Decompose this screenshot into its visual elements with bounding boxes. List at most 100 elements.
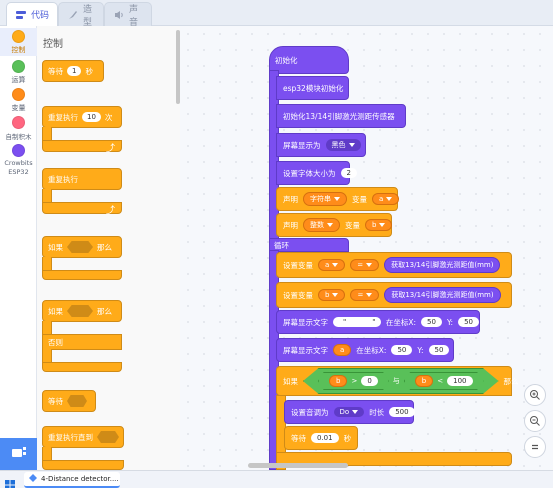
repeat-arrow-icon: ⤴ xyxy=(105,144,115,154)
boolean-slot[interactable] xyxy=(67,241,93,253)
if-block[interactable]: 如果 b > 0 与 b < 100 那么 xyxy=(276,366,519,396)
set-var-b-block[interactable]: 设置变量 b = 获取13/14引脚激光测距值(mm) xyxy=(276,282,512,308)
set-b-var-dropdown[interactable]: b xyxy=(318,289,346,301)
palette-wait-block[interactable]: 等待 1 秒 xyxy=(42,60,104,82)
script-wait-value[interactable]: 0.01 xyxy=(311,433,339,443)
if-else-then-label: 那么 xyxy=(97,306,112,316)
display-var-a[interactable]: a xyxy=(333,344,352,356)
display-text-y[interactable]: 50 xyxy=(458,317,479,327)
boolean-slot[interactable] xyxy=(67,395,87,407)
distance-reporter-b[interactable]: 获取13/14引脚激光测距值(mm) xyxy=(384,287,501,303)
script-wait-label: 等待 xyxy=(291,433,306,443)
loop-label: 循环 xyxy=(274,240,289,250)
display-var-at-label: 在坐标X: xyxy=(356,345,387,355)
category-my-blocks[interactable]: 自制积木 xyxy=(0,114,37,141)
tab-costumes[interactable]: 造型 xyxy=(58,2,104,28)
declare-b-block[interactable]: 声明 整数 变量 b xyxy=(276,213,393,237)
palette-forever-block[interactable]: 重复执行 xyxy=(42,168,122,190)
boolean-slot[interactable] xyxy=(97,431,119,443)
chevron-down-icon xyxy=(386,197,393,201)
display-var-y[interactable]: 50 xyxy=(428,345,450,355)
set-b-op-dropdown[interactable]: = xyxy=(350,289,380,301)
greater-than-operator[interactable]: b > 0 xyxy=(318,372,389,390)
category-variables-label: 变量 xyxy=(11,104,26,112)
set-tone-block[interactable]: 设置音调为 Do 时长 500 xyxy=(284,400,415,424)
set-a-var-dropdown[interactable]: a xyxy=(318,259,346,271)
palette-scrollbar[interactable] xyxy=(176,30,180,104)
category-crowbits-esp32[interactable]: Crowbits ESP32 xyxy=(0,142,37,176)
type-dropdown-b[interactable]: 整数 xyxy=(303,218,340,232)
if-else-c-arm-2 xyxy=(42,349,52,363)
set-var-a-block[interactable]: 设置变量 a = 获取13/14引脚激光测距值(mm) xyxy=(276,252,512,278)
palette-wait-until-block[interactable]: 等待 xyxy=(42,390,96,412)
color-dropdown[interactable]: 黑色 xyxy=(325,139,361,151)
compare-left-value[interactable]: 0 xyxy=(361,376,378,386)
add-extension-button[interactable] xyxy=(0,438,37,470)
palette-repeat-block[interactable]: 重复执行 10 次 xyxy=(42,106,122,128)
display-text-block[interactable]: 屏幕显示文字 "" 在坐标X: 50 Y: 50 xyxy=(276,310,480,334)
sensor-init-block[interactable]: 初始化13/14引脚激光测距传感器 xyxy=(276,104,406,128)
font-size-block[interactable]: 设置字体大小为 2 xyxy=(276,161,357,185)
compare-right-var[interactable]: b xyxy=(414,375,434,387)
var-dropdown-b[interactable]: b xyxy=(365,219,393,231)
palette-if-else-block[interactable]: 如果 那么 xyxy=(42,300,122,322)
if-else-if-label: 如果 xyxy=(48,306,63,316)
and-operator[interactable]: b > 0 与 b < 100 xyxy=(303,368,499,394)
chevron-down-icon xyxy=(334,197,340,201)
tab-sounds[interactable]: 声音 xyxy=(104,2,152,28)
note-dropdown[interactable]: Do xyxy=(333,407,365,417)
forever-label: 重复执行 xyxy=(48,174,78,184)
script-hat-block[interactable]: 初始化 xyxy=(269,46,349,74)
if-c-bottom xyxy=(42,270,122,280)
font-size-value[interactable]: 2 xyxy=(340,168,357,178)
category-variables[interactable]: 变量 xyxy=(0,86,37,112)
chevron-down-icon xyxy=(348,143,355,147)
palette-if-then-block[interactable]: 如果 那么 xyxy=(42,236,122,258)
workspace-horizontal-scrollbar[interactable] xyxy=(248,463,348,468)
screen-color-block[interactable]: 屏幕显示为 黑色 xyxy=(276,133,366,157)
display-var-x[interactable]: 50 xyxy=(391,345,413,355)
var-dropdown-a[interactable]: a xyxy=(372,193,400,205)
display-var-block[interactable]: 屏幕显示文字 a 在坐标X: 50 Y: 50 xyxy=(276,338,454,362)
zoom-in-button[interactable] xyxy=(524,384,546,406)
esp32-init-block[interactable]: esp32模块初始化 xyxy=(276,76,349,100)
zoom-out-icon xyxy=(529,412,541,431)
then-label: 那么 xyxy=(97,242,112,252)
set-a-op-dropdown[interactable]: = xyxy=(350,259,380,271)
compare-left-var[interactable]: b xyxy=(329,375,348,387)
wait-value[interactable]: 1 xyxy=(67,66,82,76)
palette-repeat-until-block[interactable]: 重复执行直到 xyxy=(42,426,124,448)
zoom-reset-button[interactable] xyxy=(524,436,546,458)
category-control[interactable]: 控制 xyxy=(0,28,37,56)
windows-start-icon[interactable] xyxy=(5,475,15,488)
tab-code[interactable]: 代码 xyxy=(6,2,58,26)
code-workspace[interactable]: 初始化 esp32模块初始化 初始化13/14引脚激光测距传感器 屏幕显示为 黑… xyxy=(180,26,553,470)
palette-title: 控制 xyxy=(43,39,63,50)
type-dropdown-a[interactable]: 字符串 xyxy=(303,192,347,206)
os-taskbar: 4-Distance detector.... xyxy=(0,470,553,488)
zoom-out-button[interactable] xyxy=(524,410,546,432)
display-text-label: 屏幕显示文字 xyxy=(283,317,328,327)
chevron-down-icon xyxy=(366,263,373,267)
boolean-slot[interactable] xyxy=(67,305,93,317)
repeat-value[interactable]: 10 xyxy=(82,112,101,122)
repeat-unit: 次 xyxy=(104,112,113,122)
compare-right-value[interactable]: 100 xyxy=(447,376,473,386)
distance-reporter-a[interactable]: 获取13/14引脚激光测距值(mm) xyxy=(384,257,501,273)
app-icon xyxy=(28,473,38,485)
taskbar-app-button[interactable]: 4-Distance detector.... xyxy=(24,472,120,488)
duration-value[interactable]: 500 xyxy=(389,407,415,417)
forever-c-bottom: ⤴ xyxy=(42,202,122,216)
declare-a-block[interactable]: 声明 字符串 变量 a xyxy=(276,187,400,211)
greater-than-symbol: > xyxy=(351,377,358,385)
display-text-field[interactable]: "" xyxy=(333,317,381,327)
less-than-operator[interactable]: b < 100 xyxy=(403,372,484,390)
loop-block[interactable]: 循环 xyxy=(269,238,349,252)
chevron-down-icon xyxy=(327,223,333,227)
script-wait-block[interactable]: 等待 0.01 秒 xyxy=(284,426,358,450)
script-wait-unit: 秒 xyxy=(343,433,352,443)
category-operators[interactable]: 运算 xyxy=(0,58,37,84)
declare-a-var-label: 变量 xyxy=(352,194,367,204)
display-text-x[interactable]: 50 xyxy=(421,317,442,327)
